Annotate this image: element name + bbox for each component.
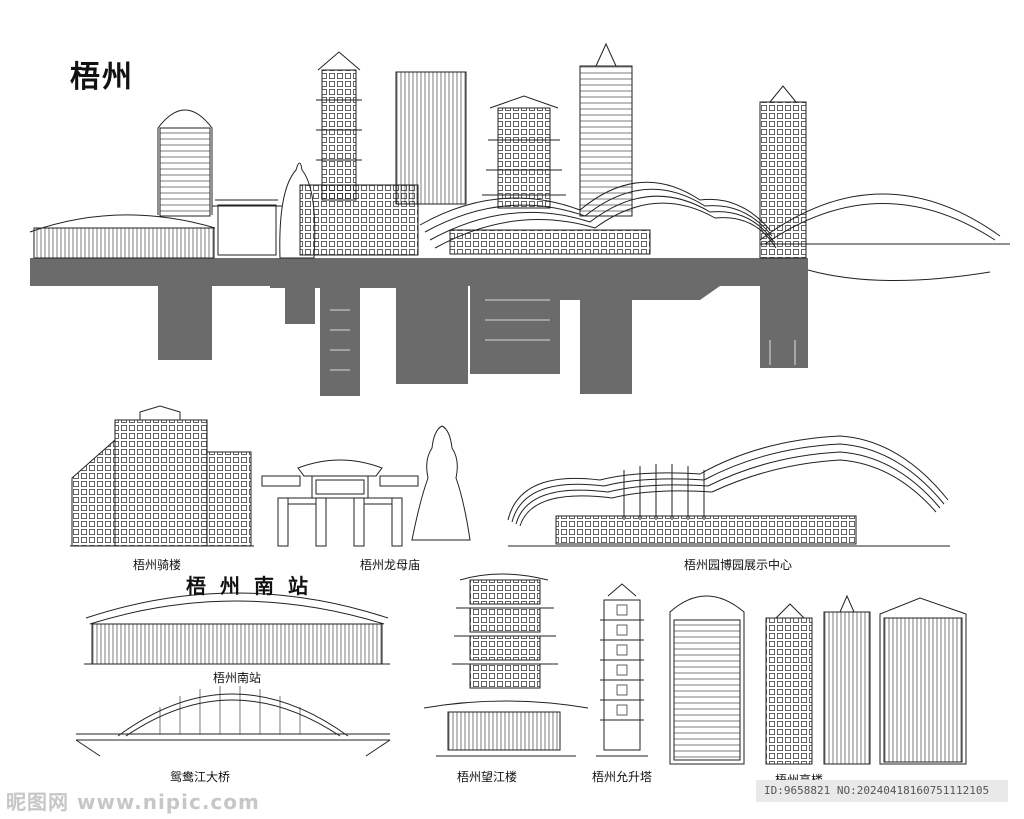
skyline-wangjiang-tower — [482, 95, 566, 209]
skyline-pagoda — [316, 51, 362, 201]
expo-center-drawing — [507, 435, 950, 547]
highrise-group-drawing — [669, 594, 967, 765]
label-yunsheng: 梧州允升塔 — [592, 770, 653, 784]
skyline-cylinder-tower — [157, 109, 213, 217]
skyline-slab-tower — [395, 71, 467, 205]
skyline-arch-bridge — [759, 193, 1010, 281]
label-qilou: 梧州骑楼 — [133, 558, 182, 572]
bridge-drawing — [75, 686, 391, 757]
watermark-site: 昵图网 www.nipic.com — [6, 790, 260, 814]
wangjiang-tower-drawing — [423, 573, 589, 757]
station-sign-text: 梧州南站 — [186, 574, 322, 598]
skyline-south-station — [29, 214, 216, 259]
longmu-temple-drawing — [261, 459, 419, 547]
label-longmu: 梧州龙母庙 — [360, 558, 421, 572]
label-south-station: 梧州南站 — [213, 671, 262, 685]
qilou-building-drawing — [70, 405, 254, 547]
label-expo: 梧州园博园展示中心 — [684, 558, 793, 572]
page-title: 梧州 — [70, 60, 134, 95]
label-bridge: 鸳鸯江大桥 — [170, 770, 231, 784]
water-reflection — [30, 258, 808, 396]
south-station-drawing — [84, 592, 390, 665]
label-wangjiang: 梧州望江楼 — [457, 770, 518, 784]
statue-drawing — [411, 425, 471, 541]
skyline-spire-tower — [579, 42, 633, 217]
skyline-gate — [212, 199, 282, 256]
watermark-id: ID:9658821 NO:20240418160751112105 — [764, 784, 990, 797]
yunsheng-pagoda-drawing — [596, 583, 648, 757]
reflection-window-lines — [330, 299, 796, 371]
skyline-panorama — [29, 42, 1010, 396]
watermark-bar — [756, 780, 1008, 802]
